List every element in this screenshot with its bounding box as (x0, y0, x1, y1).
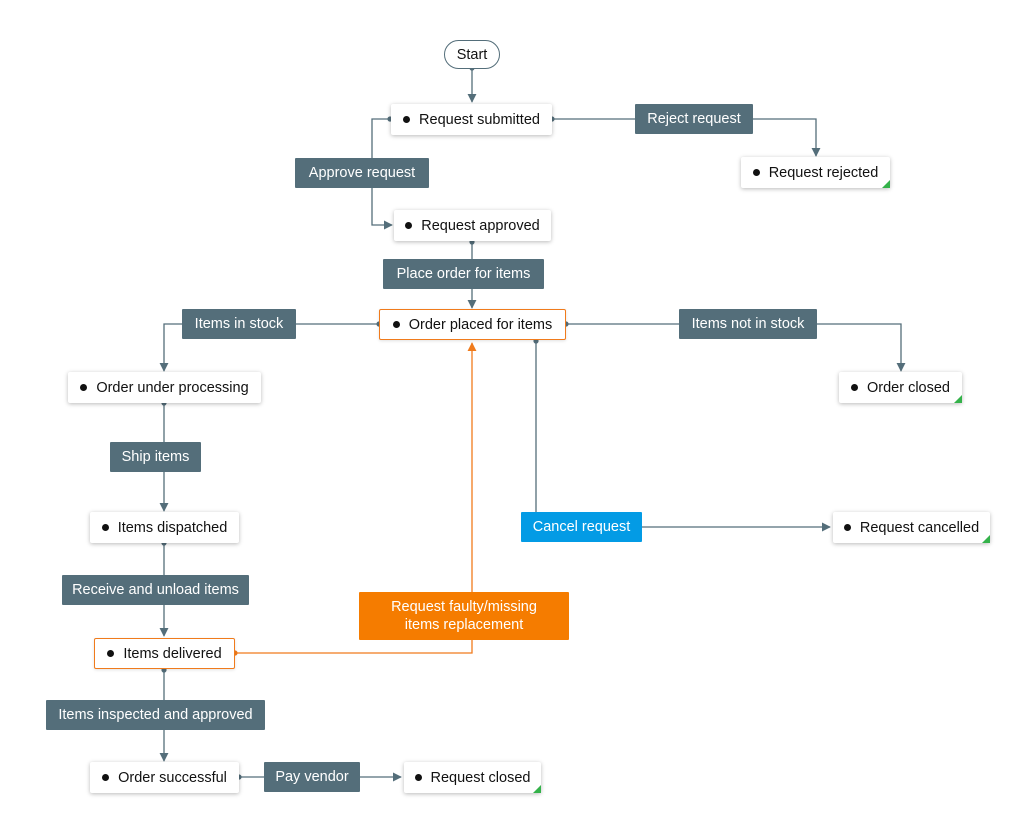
end-state-marker-icon (982, 535, 990, 543)
state-label: Request rejected (768, 164, 879, 181)
end-state-marker-icon (533, 785, 541, 793)
connector-placed-closed (566, 323, 906, 372)
state-request-submitted[interactable]: Request submitted (391, 104, 552, 135)
state-request-rejected[interactable]: Request rejected (741, 157, 890, 188)
state-label: Order placed for items (408, 316, 553, 333)
action-items-in-stock[interactable]: Items in stock (182, 309, 296, 339)
state-order-placed[interactable]: Order placed for items (379, 309, 566, 340)
state-label: Request approved (421, 217, 540, 234)
bullet-icon (405, 222, 413, 229)
action-label: Pay vendor (275, 769, 349, 785)
action-label: Items in stock (194, 316, 284, 332)
bullet-icon (107, 650, 115, 657)
start-label: Start (456, 46, 488, 63)
bullet-icon (392, 321, 400, 328)
action-label: Receive and unload items (72, 582, 239, 598)
state-label: Request cancelled (859, 519, 980, 536)
state-label: Request submitted (419, 111, 540, 128)
action-reject-request[interactable]: Reject request (635, 104, 753, 134)
bullet-icon (80, 384, 88, 391)
state-order-under-processing[interactable]: Order under processing (68, 372, 261, 403)
state-request-cancelled[interactable]: Request cancelled (833, 512, 990, 543)
state-label: Order successful (118, 769, 227, 786)
action-label: Approve request (308, 165, 416, 181)
end-state-marker-icon (954, 395, 962, 403)
action-receive-unload[interactable]: Receive and unload items (62, 575, 249, 605)
state-label: Request closed (430, 769, 531, 786)
state-order-successful[interactable]: Order successful (90, 762, 239, 793)
action-items-inspected[interactable]: Items inspected and approved (46, 700, 265, 730)
state-request-approved[interactable]: Request approved (394, 210, 551, 241)
bullet-icon (101, 524, 109, 531)
action-label: Cancel request (532, 519, 631, 535)
start-node[interactable]: Start (444, 40, 500, 69)
action-label: Items not in stock (691, 316, 805, 332)
state-label: Items dispatched (117, 519, 228, 536)
action-items-not-in-stock[interactable]: Items not in stock (679, 309, 817, 339)
action-cancel-request[interactable]: Cancel request (521, 512, 642, 542)
state-order-closed[interactable]: Order closed (839, 372, 962, 403)
state-items-delivered[interactable]: Items delivered (94, 638, 235, 669)
state-label: Order under processing (96, 379, 249, 396)
state-request-closed[interactable]: Request closed (404, 762, 541, 793)
connector-placed-processing (159, 323, 379, 372)
connector-delivered-placed (235, 342, 477, 654)
bullet-icon (850, 384, 858, 391)
action-label: Place order for items (396, 266, 531, 282)
state-label: Items delivered (123, 645, 222, 662)
bullet-icon (403, 116, 411, 123)
action-label: Items inspected and approved (58, 707, 253, 723)
bullet-icon (843, 524, 851, 531)
state-items-dispatched[interactable]: Items dispatched (90, 512, 239, 543)
end-state-marker-icon (882, 180, 890, 188)
action-pay-vendor[interactable]: Pay vendor (264, 762, 360, 792)
action-request-replacement[interactable]: Request faulty/missing items replacement (359, 592, 569, 640)
action-label: Request faulty/missing items replacement (391, 599, 537, 633)
action-label: Reject request (647, 111, 741, 127)
state-label: Order closed (866, 379, 950, 396)
bullet-icon (414, 774, 422, 781)
bullet-icon (752, 169, 760, 176)
connector-placed-cancelled (535, 341, 831, 532)
action-place-order[interactable]: Place order for items (383, 259, 544, 289)
bullet-icon (102, 774, 110, 781)
action-approve-request[interactable]: Approve request (295, 158, 429, 188)
action-ship-items[interactable]: Ship items (110, 442, 201, 472)
action-label: Ship items (121, 449, 190, 465)
